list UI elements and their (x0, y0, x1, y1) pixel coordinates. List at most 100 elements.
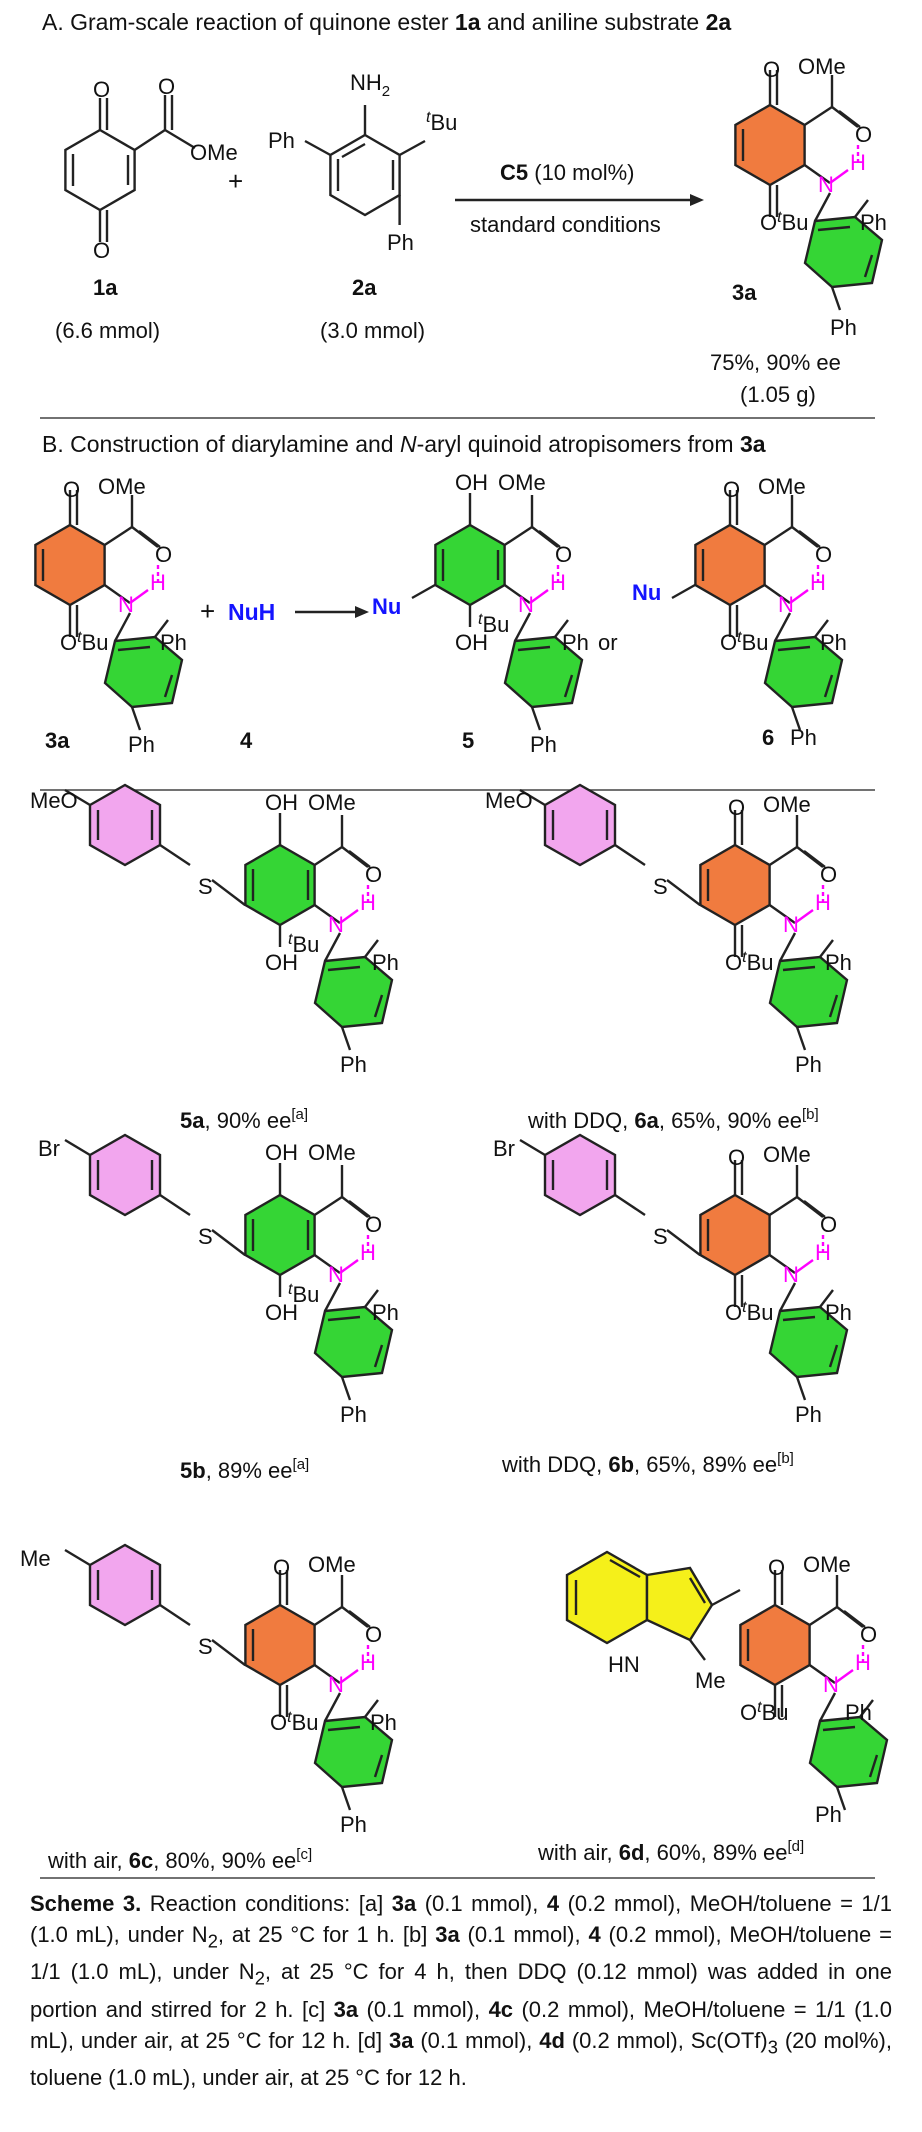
svg-text:N: N (118, 592, 134, 617)
svg-text:O: O (728, 795, 745, 820)
caption-6b: with DDQ, 6b, 65%, 89% ee[b] (501, 1450, 794, 1477)
svg-text:Ph: Ph (795, 1402, 822, 1427)
svg-text:OMe: OMe (758, 474, 806, 499)
compound-3a-b (34, 488, 184, 732)
svg-text:+: + (228, 166, 243, 196)
svg-text:OMe: OMe (798, 54, 846, 79)
svg-text:S: S (198, 1224, 213, 1249)
svg-text:S: S (198, 874, 213, 899)
svg-text:H: H (360, 890, 376, 915)
svg-text:O: O (763, 57, 780, 82)
svg-text:O: O (820, 862, 837, 887)
svg-text:Ph: Ph (790, 725, 817, 750)
svg-text:Ph: Ph (825, 950, 852, 975)
svg-text:H: H (850, 150, 866, 175)
svg-text:Ph: Ph (387, 230, 414, 255)
svg-text:OMe: OMe (308, 1552, 356, 1577)
compound-6 (694, 488, 844, 732)
svg-text:OMe: OMe (308, 790, 356, 815)
svg-text:OtBu: OtBu (725, 949, 774, 975)
svg-text:H: H (550, 570, 566, 595)
svg-text:Ph: Ph (340, 1812, 367, 1837)
svg-text:4: 4 (240, 728, 253, 753)
svg-text:H: H (855, 1650, 871, 1675)
svg-text:N: N (778, 592, 794, 617)
svg-text:H: H (810, 570, 826, 595)
svg-text:Ph: Ph (820, 630, 847, 655)
compound-6a (699, 808, 849, 1052)
svg-text:OH: OH (265, 790, 298, 815)
reaction-scheme: A. Gram-scale reaction of quinone ester … (20, 9, 889, 1879)
yield-3a: 75%, 90% ee (710, 350, 841, 375)
svg-text:Ph: Ph (845, 1700, 872, 1725)
caption-6c: with air, 6c, 80%, 90% ee[c] (47, 1846, 312, 1873)
compound-6b (699, 1158, 849, 1402)
svg-text:OH: OH (265, 1300, 298, 1325)
svg-text:Ph: Ph (128, 732, 155, 757)
svg-text:Ph: Ph (340, 1052, 367, 1077)
svg-text:Me: Me (20, 1546, 51, 1571)
svg-text:OMe: OMe (308, 1140, 356, 1165)
svg-text:Ph: Ph (160, 630, 187, 655)
svg-text:Ph: Ph (268, 128, 295, 153)
caption-6d: with air, 6d, 60%, 89% ee[d] (537, 1838, 804, 1865)
nucleophile: NuH (228, 599, 275, 625)
svg-text:6: 6 (762, 725, 774, 750)
svg-text:Me: Me (695, 1668, 726, 1693)
label-2a: 2a (352, 275, 377, 300)
svg-text:N: N (328, 1262, 344, 1287)
svg-text:O: O (158, 74, 175, 99)
svg-text:H: H (360, 1240, 376, 1265)
svg-text:O: O (860, 1622, 877, 1647)
compound-6d (739, 1568, 889, 1812)
svg-text:O: O (855, 122, 872, 147)
svg-text:OH: OH (455, 470, 488, 495)
svg-text:Br: Br (38, 1136, 60, 1161)
caption-6a: with DDQ, 6a, 65%, 90% ee[b] (527, 1106, 819, 1133)
svg-text:Ph: Ph (830, 315, 857, 340)
caption-5b: 5b, 89% ee[a] (180, 1456, 309, 1483)
svg-text:MeO: MeO (485, 788, 533, 813)
svg-text:A. Gram-scale reaction of quin: A. Gram-scale reaction of quinone ester … (42, 9, 731, 35)
svg-text:H: H (150, 570, 166, 595)
svg-text:OMe: OMe (763, 792, 811, 817)
svg-text:N: N (783, 912, 799, 937)
svg-text:O: O (723, 477, 740, 502)
svg-text:H: H (815, 890, 831, 915)
svg-text:O: O (365, 1622, 382, 1647)
svg-text:OtBu: OtBu (725, 1299, 774, 1325)
svg-text:Ph: Ph (372, 950, 399, 975)
svg-text:OtBu: OtBu (740, 1699, 789, 1725)
svg-text:OH: OH (265, 1140, 298, 1165)
svg-text:O: O (273, 1555, 290, 1580)
label-1a: 1a (93, 275, 118, 300)
svg-text:OMe: OMe (190, 140, 238, 165)
svg-text:O: O (93, 77, 110, 102)
mass-3a: (1.05 g) (740, 382, 816, 407)
reaction-arrow-b (295, 606, 369, 618)
svg-text:5: 5 (462, 728, 474, 753)
product-3a-structure (734, 68, 884, 312)
svg-text:S: S (198, 1634, 213, 1659)
svg-text:OtBu: OtBu (720, 629, 769, 655)
svg-text:Ph: Ph (562, 630, 589, 655)
compound-1a (64, 95, 196, 242)
svg-text:Nu: Nu (632, 580, 661, 605)
svg-text:H: H (815, 1240, 831, 1265)
svg-text:OtBu: OtBu (270, 1709, 319, 1735)
svg-text:O: O (555, 542, 572, 567)
svg-text:OMe: OMe (763, 1142, 811, 1167)
svg-text:O: O (93, 238, 110, 263)
svg-text:or: or (598, 630, 618, 655)
svg-text:O: O (365, 862, 382, 887)
svg-text:Nu: Nu (372, 594, 401, 619)
svg-text:S: S (653, 874, 668, 899)
svg-text:Ph: Ph (372, 1300, 399, 1325)
svg-text:O: O (155, 542, 172, 567)
svg-text:OH: OH (265, 950, 298, 975)
svg-text:O: O (365, 1212, 382, 1237)
svg-text:N: N (518, 592, 534, 617)
svg-text:Ph: Ph (530, 732, 557, 757)
svg-text:Ph: Ph (815, 1802, 842, 1827)
svg-text:S: S (653, 1224, 668, 1249)
